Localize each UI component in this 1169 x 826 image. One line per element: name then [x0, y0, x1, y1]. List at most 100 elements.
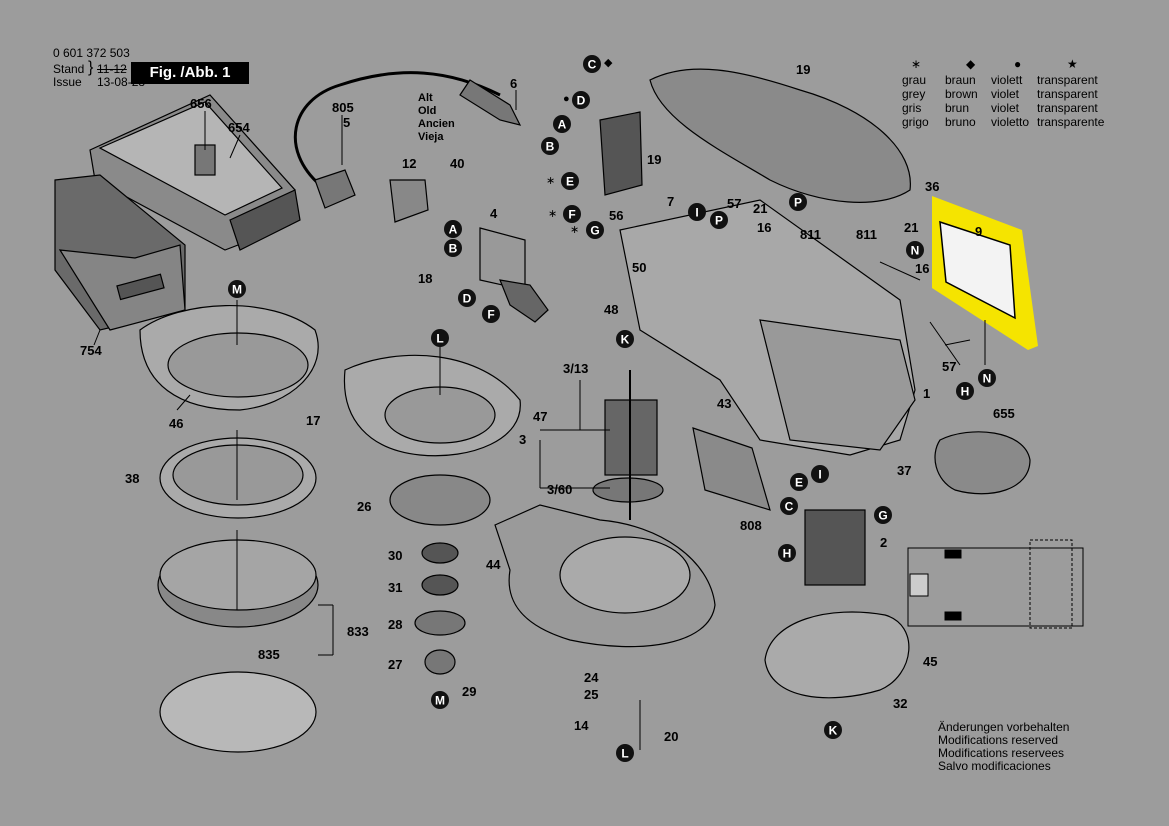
part-number-5: 5	[343, 115, 350, 130]
marker-g-circle	[586, 221, 604, 239]
label-808-drawing	[692, 427, 771, 511]
part-number-47: 47	[533, 409, 547, 424]
notice-line: Salvo modificaciones	[938, 759, 1051, 773]
leader-lines	[93, 90, 986, 750]
notice-line: Änderungen vorbehalten	[938, 720, 1070, 734]
part-number-20: 20	[664, 729, 678, 744]
marker-g: G	[878, 509, 887, 523]
part-number-37: 37	[897, 463, 911, 478]
legend-word: grau	[902, 73, 927, 87]
marker-m-circle	[431, 691, 449, 709]
part-number-654: 654	[228, 120, 250, 135]
part-number-30: 30	[388, 548, 402, 563]
part-number-805: 805	[332, 100, 354, 115]
legend-word: braun	[945, 73, 976, 87]
marker-d-circle	[458, 289, 476, 307]
marker-m: M	[232, 283, 242, 297]
marker-f-circle	[482, 305, 500, 323]
part-number-16-alt: 16	[915, 261, 929, 276]
wiring-diagram	[907, 539, 1084, 629]
part-number-25: 25	[584, 687, 598, 702]
bottom-cover-drawing	[764, 611, 910, 699]
marker-n-circle	[978, 369, 996, 387]
switch-drawing	[479, 227, 549, 323]
legend-word: bruno	[945, 115, 976, 129]
old-date: 11-12	[97, 62, 127, 76]
stator-drawing	[804, 509, 866, 586]
part-number-655: 655	[993, 406, 1015, 421]
part-number-19-alt: 19	[796, 62, 810, 77]
marker-f: F	[487, 308, 494, 322]
marker-prefix-symbol: ●	[563, 93, 570, 105]
marker-n: N	[911, 244, 920, 258]
legend-word: transparent	[1037, 101, 1098, 115]
marker-c: C	[785, 500, 794, 514]
old-label-en: Old	[418, 105, 437, 117]
legend-word: transparente	[1037, 115, 1105, 129]
marker-c: C	[588, 58, 597, 72]
part-number-45: 45	[923, 654, 937, 669]
part-number-811-alt: 811	[856, 227, 877, 242]
part-27-drawing	[424, 649, 456, 675]
marker-i-circle	[811, 465, 829, 483]
part-number-32: 32	[893, 696, 907, 711]
part-number-16: 16	[757, 220, 771, 235]
brace-glyph: }	[88, 59, 94, 76]
marker-i: I	[818, 468, 821, 482]
marker-l: L	[621, 747, 628, 761]
part-number-21: 21	[753, 201, 767, 216]
part-number-43: 43	[717, 396, 731, 411]
marker-h: H	[961, 385, 970, 399]
fan-drawing	[389, 474, 491, 526]
dust-box-drawing	[89, 94, 301, 251]
marker-p: P	[794, 196, 802, 210]
marker-b-circle	[444, 239, 462, 257]
marker-g: G	[590, 224, 599, 238]
marker-d: D	[577, 94, 586, 108]
legend-word: grigo	[902, 115, 929, 129]
marker-b: B	[449, 242, 458, 256]
marker-a: A	[558, 118, 567, 132]
strain-relief-drawing	[389, 179, 429, 223]
marker-k: K	[621, 333, 630, 347]
marker-l-circle	[431, 329, 449, 347]
notice-line: Modifications reservees	[938, 746, 1065, 760]
part-number-9: 9	[975, 224, 982, 239]
marker-d: D	[463, 292, 472, 306]
marker-k-circle	[824, 721, 842, 739]
filter-bag-drawing	[54, 174, 186, 331]
end-cap-drawing	[934, 431, 1031, 495]
legend-word: transparent	[1037, 87, 1098, 101]
legend-word: violett	[991, 73, 1023, 87]
part-number-17: 17	[306, 413, 320, 428]
part-number-833: 833	[347, 624, 369, 639]
part-number-2: 2	[880, 535, 887, 550]
marker-h-circle	[956, 382, 974, 400]
part-number-27: 27	[388, 657, 402, 672]
part-number-835: 835	[258, 647, 280, 662]
marker-n: N	[983, 372, 992, 386]
old-label-de: Alt	[418, 92, 433, 104]
flange-28-drawing	[414, 610, 466, 636]
part-number-29: 29	[462, 684, 476, 699]
part-number-656: 656	[190, 96, 212, 111]
part-number-7: 7	[667, 194, 674, 209]
part-number-6: 6	[510, 76, 517, 91]
marker-e: E	[795, 476, 803, 490]
marker-prefix-symbol: ∗	[570, 224, 579, 236]
marker-l-circle	[616, 744, 634, 762]
power-cord-drawing	[293, 71, 522, 209]
label-9-plate	[939, 220, 1016, 320]
part-number-36: 36	[925, 179, 939, 194]
marker-d-circle	[572, 91, 590, 109]
marker-i: I	[695, 206, 698, 220]
marker-b: B	[546, 140, 555, 154]
legend-symbol-violet: ●	[1014, 57, 1022, 71]
part-number-26: 26	[357, 499, 371, 514]
legend-word: brown	[945, 87, 978, 101]
part-number-12: 12	[402, 156, 416, 171]
